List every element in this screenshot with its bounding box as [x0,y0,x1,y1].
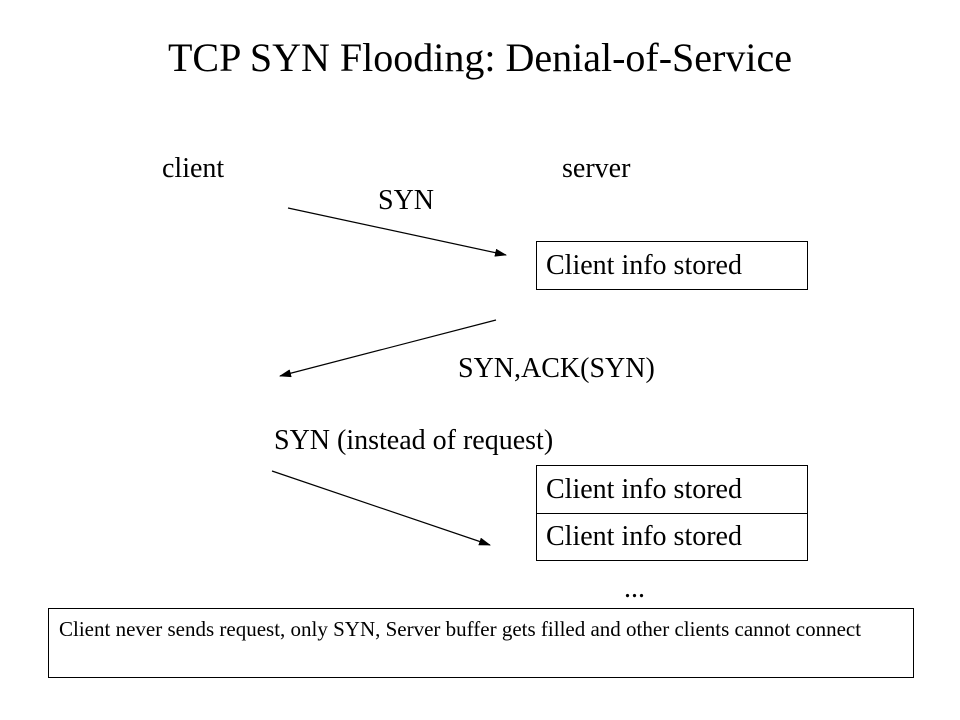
syn-instead-of-request-label: SYN (instead of request) [274,425,554,456]
client-info-stored-box-3: Client info stored [536,513,808,561]
slide-title: TCP SYN Flooding: Denial-of-Service [167,35,792,80]
syn-ack-arrow [279,319,497,378]
syn-ack-label: SYN,ACK(SYN) [458,353,655,384]
server-label: server [562,153,631,184]
syn-flood-arrow [271,470,491,546]
syn-label: SYN [378,185,435,216]
client-label: client [162,153,225,184]
syn-arrow [287,207,507,257]
explanation-note-box: Client never sends request, only SYN, Se… [48,608,914,678]
client-info-stored-box-1: Client info stored [536,241,808,290]
client-info-stored-box-2: Client info stored [536,465,808,514]
ellipsis-label: ... [624,573,645,604]
